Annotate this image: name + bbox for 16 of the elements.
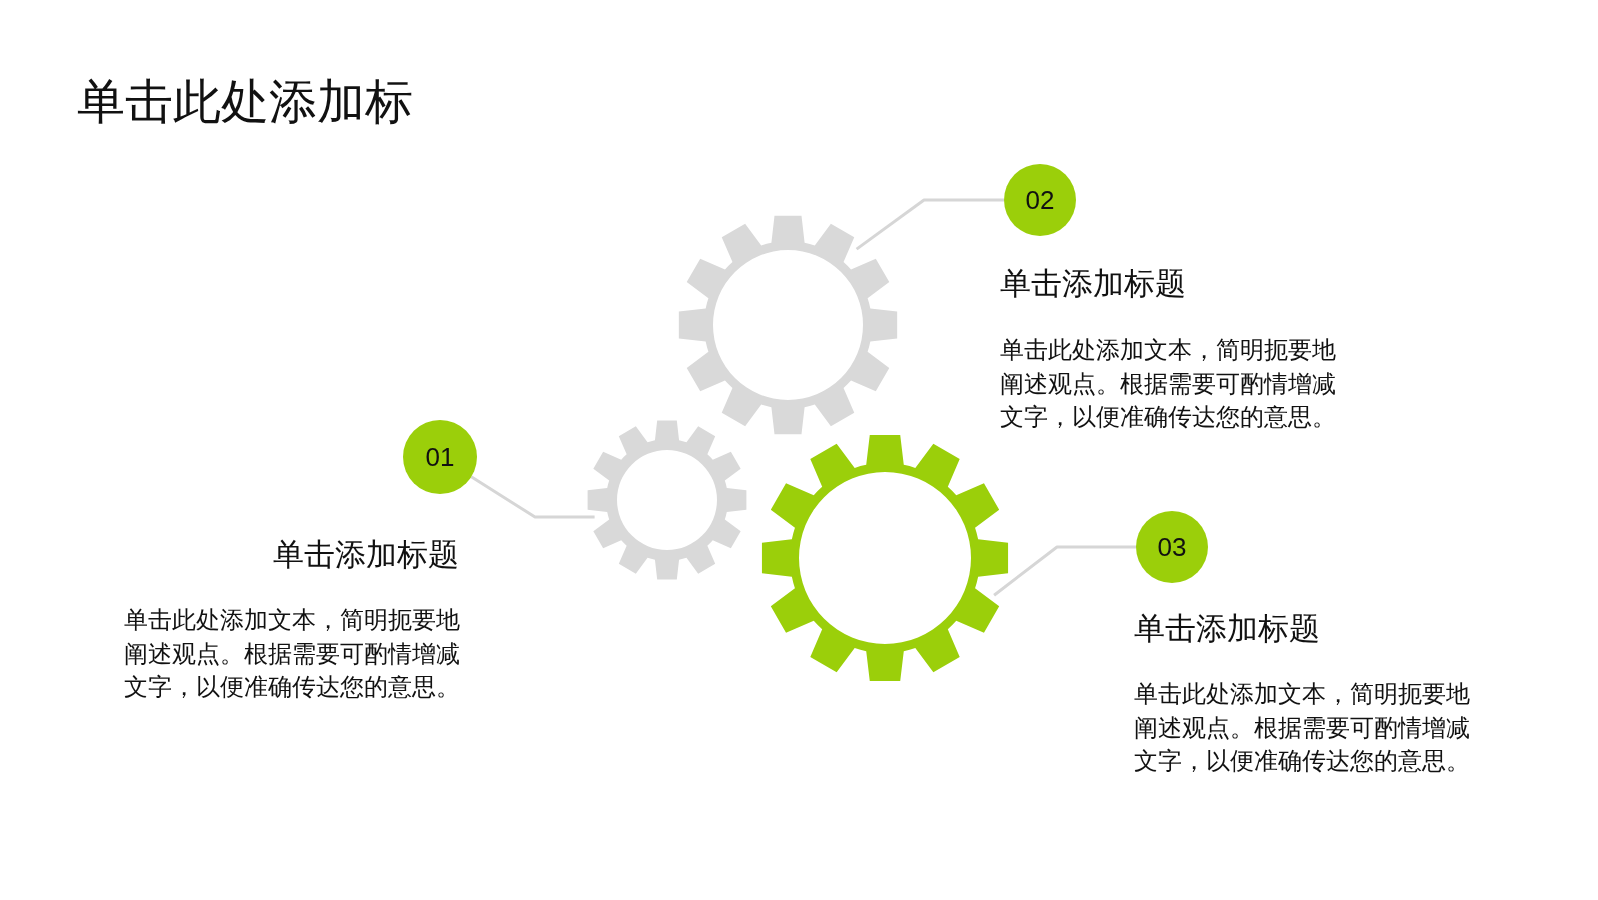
- section-heading: 单击添加标题: [273, 535, 459, 574]
- description-text: 单击此处添加文本，简明扼要地阐述观点。根据需要可酌情增减文字，以便准确传达您的意思。: [1134, 680, 1471, 777]
- step-number: 03: [1136, 511, 1208, 583]
- leader-line: [993, 545, 1136, 597]
- step-number: 01: [403, 420, 477, 494]
- slide-title: 单击此处添加标: [77, 74, 413, 130]
- gear-icon: [678, 215, 898, 435]
- description-text: 单击此处添加文本，简明扼要地阐述观点。根据需要可酌情增减文字，以便准确传达您的意思。: [124, 606, 461, 703]
- section-heading: 单击添加标题: [1000, 264, 1186, 303]
- gear-icon: [761, 434, 1009, 682]
- step-number: 02: [1004, 164, 1076, 236]
- gear-icon: [587, 420, 747, 580]
- leader-line: [855, 198, 1004, 251]
- leader-line: [470, 475, 595, 519]
- description-text: 单击此处添加文本，简明扼要地阐述观点。根据需要可酌情增减文字，以便准确传达您的意思。: [1000, 336, 1337, 433]
- section-heading: 单击添加标题: [1134, 609, 1320, 648]
